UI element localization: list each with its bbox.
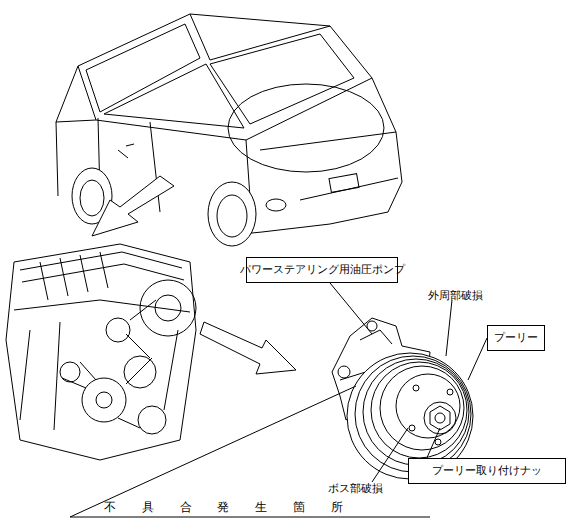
label-box: パワーステアリング用油圧ポンプ bbox=[246, 257, 398, 283]
pointer-arrow bbox=[92, 176, 174, 236]
engine-drawing bbox=[6, 244, 196, 460]
caption: 不 具 合 発 生 箇 所 bbox=[104, 499, 343, 516]
pointer-arrow bbox=[200, 322, 296, 374]
part-name: プーリー bbox=[494, 331, 538, 345]
vehicle-drawing bbox=[56, 14, 402, 246]
label-box: プーリー bbox=[487, 325, 545, 351]
pump-drawing bbox=[332, 318, 473, 479]
damage-label: ボス部破損 bbox=[328, 482, 383, 496]
part-name: パワーステアリング用油圧ポンプ bbox=[240, 263, 405, 277]
label-box: プーリー取り付けナッ bbox=[408, 458, 566, 484]
damage-label: 外周部破損 bbox=[428, 289, 483, 303]
part-name: プーリー取り付けナッ bbox=[432, 464, 542, 478]
